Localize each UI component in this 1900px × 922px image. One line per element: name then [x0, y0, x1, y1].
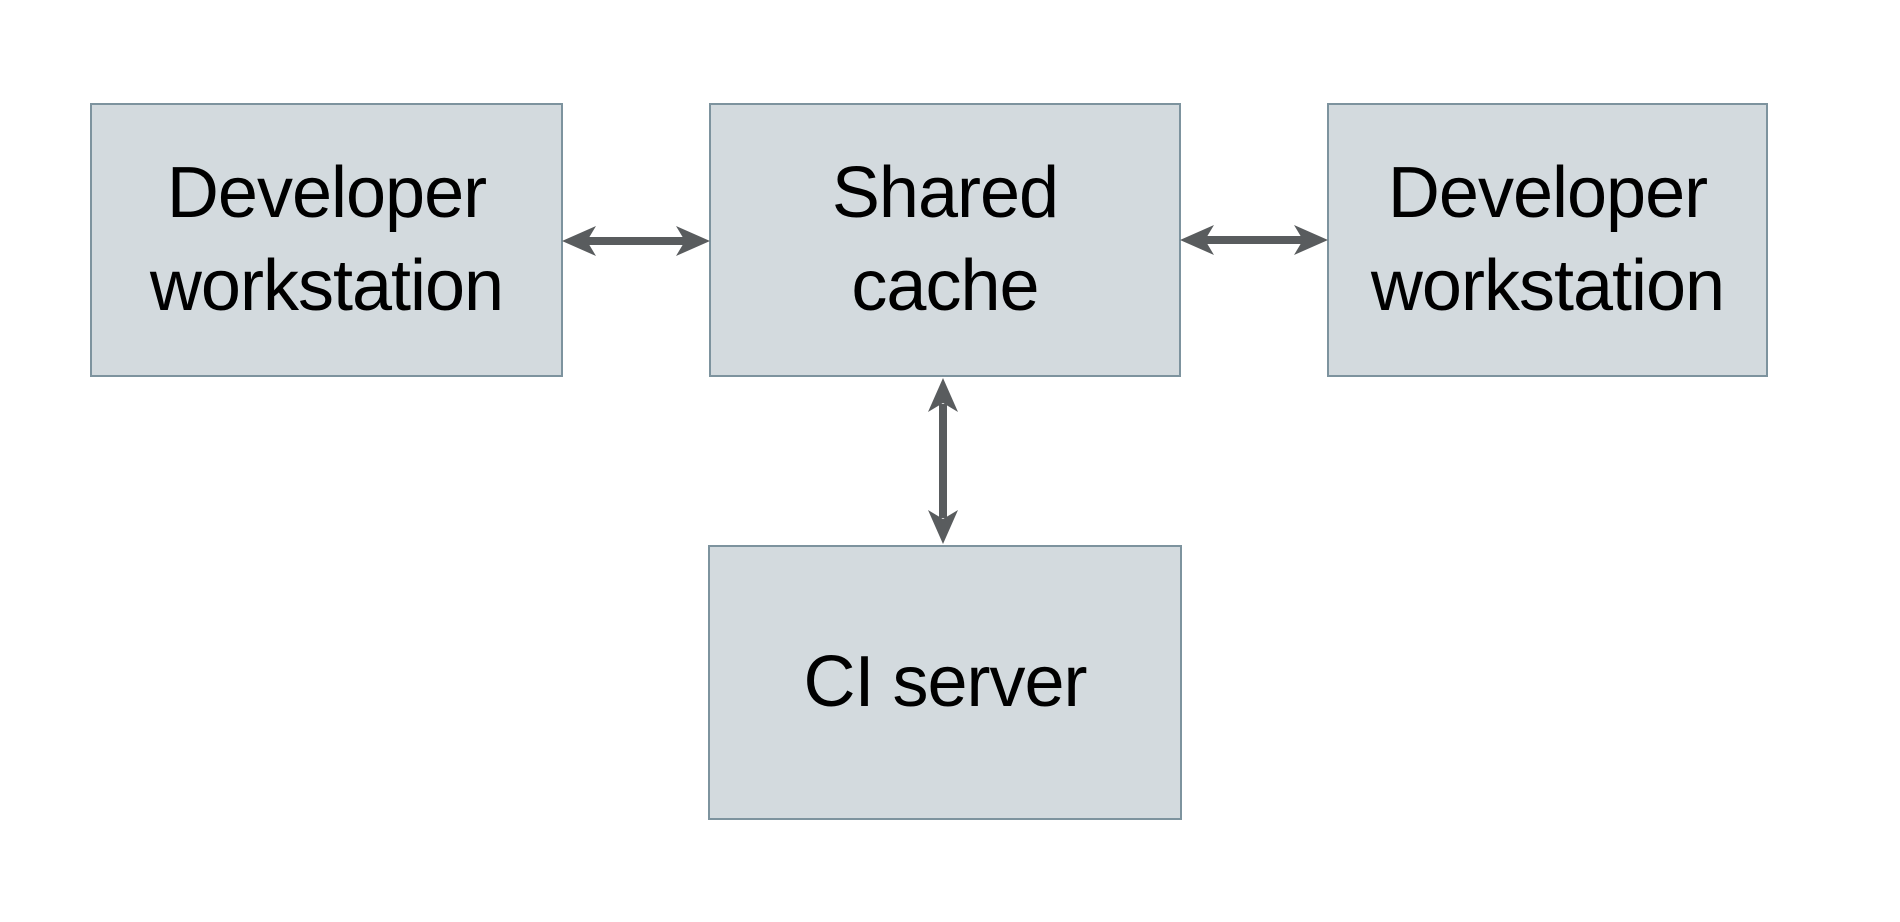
node-ci-server: CI server [708, 545, 1182, 820]
node-label-line: cache [851, 246, 1039, 326]
node-label-line: workstation [1370, 246, 1725, 326]
node-shared-cache: Shared cache [709, 103, 1181, 377]
node-developer-workstation-left: Developer workstation [90, 103, 563, 377]
node-label-line: Developer [166, 153, 487, 233]
node-label-line: workstation [149, 246, 504, 326]
edge-sharedcache-devright-bidirectional-arrow-icon [1180, 225, 1328, 255]
edge-sharedcache-ciserver-bidirectional-arrow-icon [928, 378, 958, 544]
edge-devleft-sharedcache-bidirectional-arrow-icon [562, 226, 710, 256]
node-label-line: CI server [803, 642, 1087, 722]
node-label-line: Developer [1387, 153, 1708, 233]
node-label-line: Shared [831, 153, 1059, 233]
node-developer-workstation-right: Developer workstation [1327, 103, 1768, 377]
